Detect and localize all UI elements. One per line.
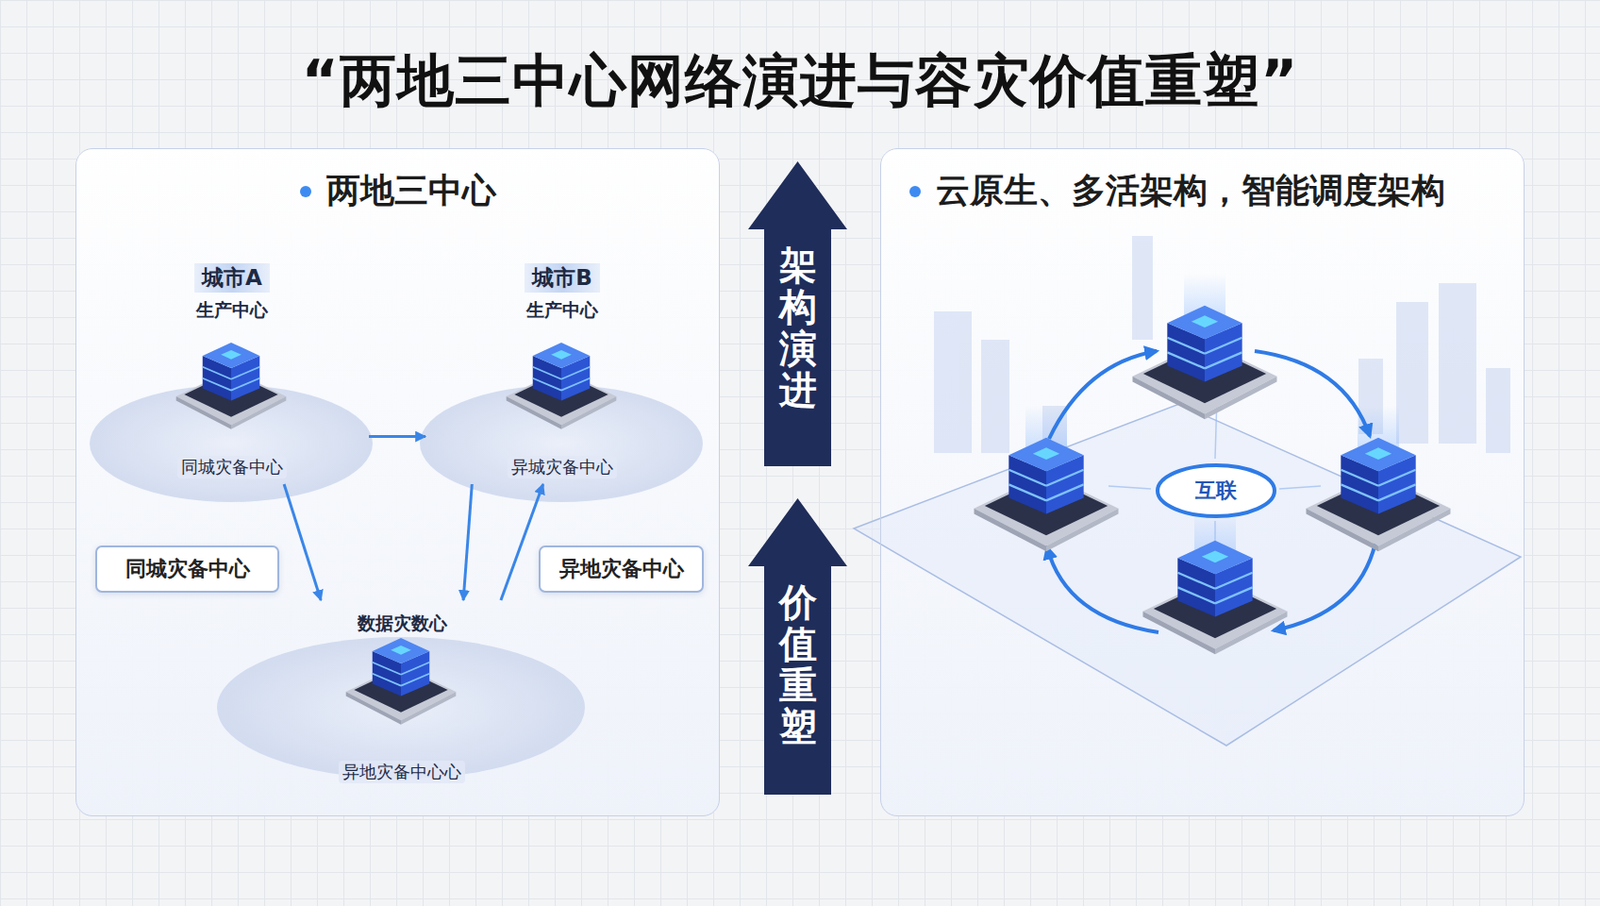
node-label: 互联 (1195, 476, 1237, 505)
site-cluster: 城市A 生产中心同城灾备中心 (95, 257, 369, 484)
label-box: 异地灾备中心 (538, 545, 704, 593)
flow-arrow (283, 483, 321, 600)
panel-heading: 两地三中心 (76, 167, 719, 215)
node-label: 同城灾备中心 (177, 455, 287, 479)
node-label: 异城灾备中心 (507, 455, 617, 479)
site-cluster: 数据灾数心异地灾备中心心 (217, 600, 586, 789)
server-icon (176, 342, 287, 430)
node-label: 同城灾备中心 (125, 554, 250, 584)
label-box: 同城灾备中心 (95, 545, 280, 593)
light-columns (1025, 273, 1400, 585)
region-panel: 两地三中心城市A生产中心同城灾备中心城市B生产中心异城灾备中心同城灾备中心数据灾… (75, 148, 720, 817)
server-icon (1143, 540, 1288, 654)
arrow-body (748, 161, 848, 467)
node-label: 城市A (194, 263, 270, 293)
node-label: 生产中心 (196, 298, 268, 323)
zone-ellipse (216, 636, 585, 779)
server-icon (346, 637, 457, 725)
region-panel: 云原生、多活架构，智能调度架构互联 (880, 148, 1525, 817)
hub-badge: 互联 (1154, 462, 1278, 519)
server-icon (506, 342, 617, 430)
flow-arrow (368, 434, 426, 438)
panel-ground (75, 148, 720, 817)
flow-arrow (500, 483, 544, 600)
node-label: 城市B (524, 263, 600, 293)
arrow-body (748, 498, 848, 795)
page-title: “两地三中心网络演进与容灾价值重塑” (0, 43, 1600, 120)
panel-heading: 云原生、多活架构，智能调度架构 (881, 167, 1524, 215)
server-icon (1306, 437, 1451, 551)
server-icon (1133, 305, 1278, 419)
node-label: 异地灾备中心 (559, 554, 684, 584)
glass-plate (853, 403, 1521, 746)
site-cluster: 城市B 生产中心异城灾备中心 (425, 257, 700, 484)
flow-arrow (463, 483, 472, 600)
vertical-label: 价值重塑 (779, 581, 817, 748)
up-arrow: 价值重塑 (748, 498, 848, 795)
node-label: 异地灾备中心心 (338, 760, 466, 784)
vertical-label: 架构演进 (779, 244, 817, 411)
node-label: 数据灾数心 (357, 611, 448, 636)
node-label: 生产中心 (526, 298, 599, 323)
server-icon (974, 437, 1119, 551)
hub-ellipse (1157, 465, 1275, 517)
up-arrow: 架构演进 (748, 161, 848, 467)
